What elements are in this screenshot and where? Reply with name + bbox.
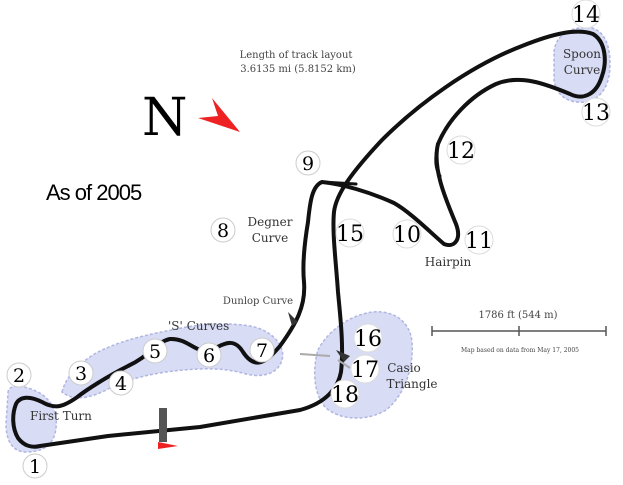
casio-label-2: Triangle (386, 377, 437, 391)
service-road-2 (337, 359, 351, 369)
casio-pointer (336, 350, 350, 362)
turn-marker-9: 9 (295, 150, 321, 176)
turn-marker-17: 17 (350, 354, 380, 384)
year-label: As of 2005 (46, 180, 142, 205)
track-link-a (434, 142, 442, 178)
turn-marker-18: 18 (330, 379, 360, 409)
service-road-1 (299, 353, 331, 357)
turn-8-label: 8 (217, 220, 229, 242)
turn-marker-7: 7 (249, 337, 275, 363)
scale-label: 1786 ft (544 m) (478, 310, 557, 321)
spoon-label-2: Curve (564, 63, 601, 77)
turn-marker-3: 3 (68, 360, 94, 386)
start-line-marker (159, 408, 167, 442)
degner-label-1: Degner (248, 215, 293, 229)
scale-bar: 1786 ft (544 m) Map based on data from M… (431, 310, 607, 354)
start-finish (158, 408, 178, 449)
spoon-curve-area (553, 26, 611, 103)
s-curves-label: 'S' Curves (168, 319, 229, 333)
turn-marker-6: 6 (196, 342, 222, 368)
north-arrow-icon (198, 98, 240, 132)
north-indicator: N (142, 88, 240, 148)
turn-15-label: 15 (336, 222, 364, 247)
turn-marker-15: 15 (335, 218, 365, 248)
turn-marker-13: 13 (581, 97, 611, 127)
spoon-label-1: Spoon (563, 47, 601, 61)
scale-note: Map based on data from May 17, 2005 (461, 347, 579, 354)
highlight-areas (5, 26, 611, 453)
turn-marker-4: 4 (108, 370, 134, 396)
turn-marker-2: 2 (6, 362, 32, 388)
turn-marker-16: 16 (353, 323, 383, 353)
turn-2-label: 2 (13, 365, 25, 387)
turn-16-label: 16 (354, 327, 382, 352)
track-link-b (320, 180, 358, 186)
turn-marker-12: 12 (446, 135, 476, 165)
turn-1-label: 1 (29, 456, 41, 478)
dunlop-curve-label: Dunlop Curve (223, 296, 293, 307)
turn-4-label: 4 (115, 373, 127, 395)
turn-13-label: 13 (582, 101, 610, 126)
turn-5-label: 5 (149, 341, 161, 363)
track-length-value: 3.6135 mi (5.8152 km) (240, 64, 356, 75)
dunlop-pointer (288, 312, 298, 326)
turn-marker-1: 1 (22, 453, 48, 479)
casio-label-1: Casio (387, 361, 421, 375)
north-letter: N (142, 88, 188, 148)
turn-18-label: 18 (331, 383, 359, 408)
turn-marker-11: 11 (464, 225, 494, 255)
turn-7-label: 7 (256, 340, 268, 362)
turn-11-label: 11 (465, 229, 493, 254)
turn-17-label: 17 (351, 358, 379, 383)
hairpin-label: Hairpin (425, 255, 472, 269)
track-length-title: Length of track layout (240, 50, 353, 61)
degner-label-2: Curve (252, 231, 289, 245)
turn-marker-14: 14 (571, 0, 601, 29)
turn-6-label: 6 (203, 345, 215, 367)
turn-3-label: 3 (75, 363, 87, 385)
turn-9-label: 9 (302, 153, 314, 175)
turn-marker-10: 10 (392, 219, 422, 249)
turn-marker-5: 5 (142, 338, 168, 364)
first-turn-label: First Turn (30, 409, 92, 423)
turn-14-label: 14 (572, 3, 600, 28)
start-flag (158, 442, 178, 449)
turn-marker-8: 8 (210, 217, 236, 243)
service-roads (299, 353, 351, 369)
turn-markers: 1 2 3 4 5 6 7 8 (6, 0, 611, 479)
turn-12-label: 12 (447, 139, 475, 164)
turn-10-label: 10 (393, 223, 421, 248)
